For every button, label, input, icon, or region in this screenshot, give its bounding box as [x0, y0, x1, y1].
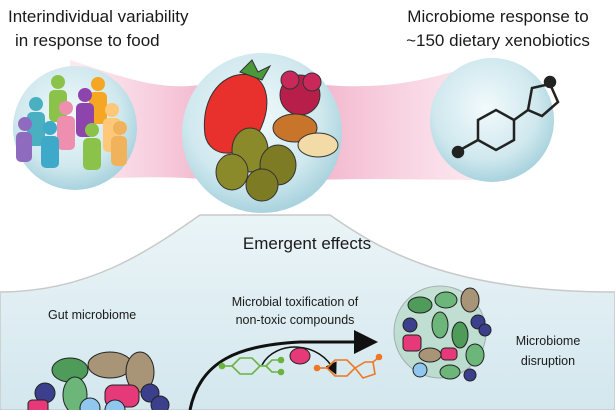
emergent-effects-title: Emergent effects — [243, 234, 371, 253]
result-label-line1: Microbiome — [516, 334, 581, 348]
process-label-line2: non-toxic compounds — [236, 313, 355, 327]
chemical-structure-icon — [451, 75, 560, 159]
people-group-icon — [16, 75, 127, 170]
gut-microbiome-cluster-icon — [27, 351, 170, 410]
right-title-line2: ~150 dietary xenobiotics — [406, 31, 590, 50]
disrupted-microbiome-icon — [393, 285, 492, 382]
left-title-line1: Interindividual variability — [8, 7, 189, 26]
toxic-compound-icon — [313, 353, 383, 379]
gut-microbiome-label: Gut microbiome — [48, 308, 136, 322]
nontoxic-compound-icon — [218, 356, 285, 376]
food-fruits-nuts-icon — [203, 59, 339, 202]
process-label-line1: Microbial toxification of — [232, 295, 359, 309]
bottom-region — [0, 214, 615, 410]
left-title-line2: in response to food — [15, 31, 160, 50]
microbe-icon — [289, 347, 311, 365]
right-title-line1: Microbiome response to — [407, 7, 588, 26]
result-label-line2: disruption — [521, 354, 575, 368]
toxification-arrow — [188, 330, 378, 410]
microbe-conversion-arrow — [261, 346, 337, 375]
chemical-bubble — [430, 58, 554, 182]
